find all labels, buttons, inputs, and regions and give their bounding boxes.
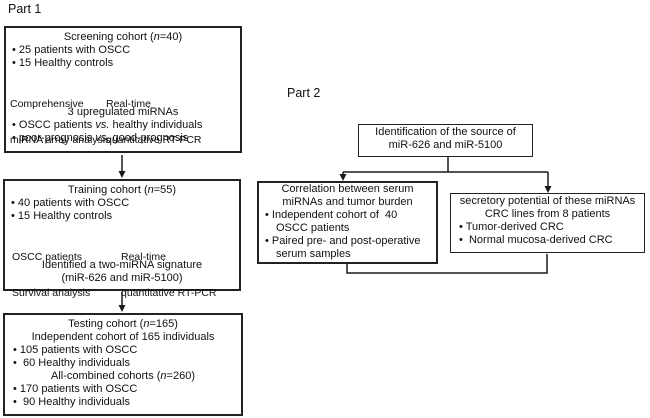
comparison1-vs-italic: vs. bbox=[95, 119, 110, 131]
comparison1-post: healthy individuals bbox=[109, 119, 203, 131]
part2-label: Part 2 bbox=[287, 86, 321, 100]
training-bullet-controls: • 15 Healthy controls bbox=[11, 210, 113, 222]
training-cohort-box: Training cohort (n=55) • 40 patients wit… bbox=[3, 179, 241, 299]
screening-left-method-line2: miRNA array analysis bbox=[10, 134, 111, 146]
testing-combined-title: All-combined cohorts (n=260) bbox=[5, 370, 241, 383]
training-right-method-line1: Real-time bbox=[121, 251, 166, 263]
screening-title-pre: Screening cohort ( bbox=[63, 31, 154, 43]
training-title-post: =55) bbox=[153, 184, 177, 196]
training-title-pre: Training cohort ( bbox=[67, 184, 148, 196]
comparison2-post: good-prognosis bbox=[109, 132, 189, 144]
identification-line2: miR-626 and miR-5100 bbox=[388, 139, 503, 151]
training-bullet-patients: • 40 patients with OSCC bbox=[11, 197, 130, 209]
secretory-bullet-tumor: • Tumor-derived CRC bbox=[459, 221, 564, 233]
training-result-line2: (miR-626 and miR-5100) bbox=[61, 272, 183, 284]
training-left-method-line2: Survival analysis bbox=[12, 287, 91, 299]
arrowhead-branch-left bbox=[339, 174, 347, 181]
screening-right-method-line1: Real-time bbox=[106, 98, 151, 110]
combined-title-pre: All-combined cohorts ( bbox=[50, 370, 161, 382]
training-title: Training cohort (n=55) bbox=[5, 184, 239, 197]
testing-cohort-box: Testing cohort (n=165) Independent cohor… bbox=[3, 313, 243, 416]
screening-left-method-line1: Comprehensive bbox=[10, 98, 84, 110]
arrowhead-screening-to-training bbox=[118, 171, 126, 178]
training-right-method-line2: quantitative RT-PCR bbox=[121, 287, 217, 299]
testing-bullet-healthy-260: • 90 Healthy individuals bbox=[13, 396, 130, 408]
screening-comparison-1: • OSCC patients vs. healthy individuals bbox=[6, 119, 240, 132]
testing-title-post: =165) bbox=[149, 318, 178, 330]
screening-left-method: Comprehensive miRNA array analysis bbox=[10, 74, 110, 170]
combined-title-post: =260) bbox=[166, 370, 195, 382]
training-method-row: OSCC patients Survival analysis Real-tim… bbox=[5, 223, 239, 299]
testing-bullet-oscc-260: • 170 patients with OSCC bbox=[13, 383, 138, 395]
screening-title-post: =40) bbox=[159, 31, 183, 43]
training-left-method: OSCC patients Survival analysis bbox=[12, 227, 90, 323]
correlation-title-line1: Correlation between serum bbox=[281, 183, 414, 195]
testing-subtitle: Independent cohort of 165 individuals bbox=[31, 331, 215, 343]
correlation-title-line2: miRNAs and tumor burden bbox=[282, 196, 413, 208]
training-title-n-italic: n bbox=[147, 184, 154, 196]
testing-bullet-oscc-165: • 105 patients with OSCC bbox=[13, 344, 138, 356]
training-right-method: Real-time quantitative RT-PCR bbox=[121, 227, 217, 323]
comparison2-vs-italic: vs. bbox=[95, 132, 110, 144]
arrowhead-training-to-testing bbox=[118, 305, 126, 312]
screening-cohort-box: Screening cohort (n=40) • 25 patients wi… bbox=[4, 26, 242, 153]
screening-comparison-2: • poor-prognosis vs. good-prognosis bbox=[6, 132, 240, 145]
screening-right-method: Real-time quantitative RT-PCR bbox=[106, 74, 202, 170]
comparison2-pre: • poor-prognosis bbox=[12, 132, 96, 144]
screening-bullet-patients: • 25 patients with OSCC bbox=[12, 44, 131, 56]
part1-label: Part 1 bbox=[8, 2, 42, 16]
comparison1-pre: • OSCC patients bbox=[12, 119, 96, 131]
correlation-bullet-paired-cont: serum samples bbox=[276, 248, 351, 260]
branch-line-identification bbox=[342, 157, 549, 186]
screening-bullet-controls: • 15 Healthy controls bbox=[12, 57, 114, 69]
testing-title: Testing cohort (n=165) bbox=[5, 318, 241, 331]
arrowhead-branch-right bbox=[544, 186, 552, 193]
bracket-line-bottom-join bbox=[346, 254, 548, 274]
correlation-bullet-cohort-cont: OSCC patients bbox=[276, 222, 350, 234]
correlation-serum-box: Correlation between serum miRNAs and tum… bbox=[257, 181, 438, 264]
secretory-bullet-normal: • Normal mucosa-derived CRC bbox=[459, 234, 613, 246]
correlation-bullet-cohort: • Independent cohort of 40 bbox=[265, 209, 398, 221]
identification-source-box: Identification of the source of miR-626 … bbox=[358, 124, 533, 157]
training-left-method-line1: OSCC patients bbox=[12, 251, 83, 263]
secretory-title-line2: CRC lines from 8 patients bbox=[484, 208, 611, 220]
training-result-line1: Identified a two-miRNA signature bbox=[41, 259, 203, 271]
screening-method-row: Comprehensive miRNA array analysis Real-… bbox=[6, 70, 240, 146]
secretory-potential-box: secretory potential of these miRNAs CRC … bbox=[450, 193, 645, 253]
secretory-title-line1: secretory potential of these miRNAs bbox=[459, 195, 636, 207]
screening-result-title: 3 upregulated miRNAs bbox=[67, 106, 179, 118]
combined-title-n-italic: n bbox=[160, 370, 167, 382]
identification-line1: Identification of the source of bbox=[375, 126, 516, 138]
correlation-bullet-paired: • Paired pre- and post-operative bbox=[265, 235, 421, 247]
screening-title-n-italic: n bbox=[153, 31, 160, 43]
testing-bullet-healthy-165: • 60 Healthy individuals bbox=[13, 357, 130, 369]
testing-title-n-italic: n bbox=[143, 318, 150, 330]
testing-title-pre: Testing cohort ( bbox=[68, 318, 144, 330]
screening-title: Screening cohort (n=40) bbox=[6, 31, 240, 44]
screening-right-method-line2: quantitative RT-PCR bbox=[106, 134, 202, 146]
